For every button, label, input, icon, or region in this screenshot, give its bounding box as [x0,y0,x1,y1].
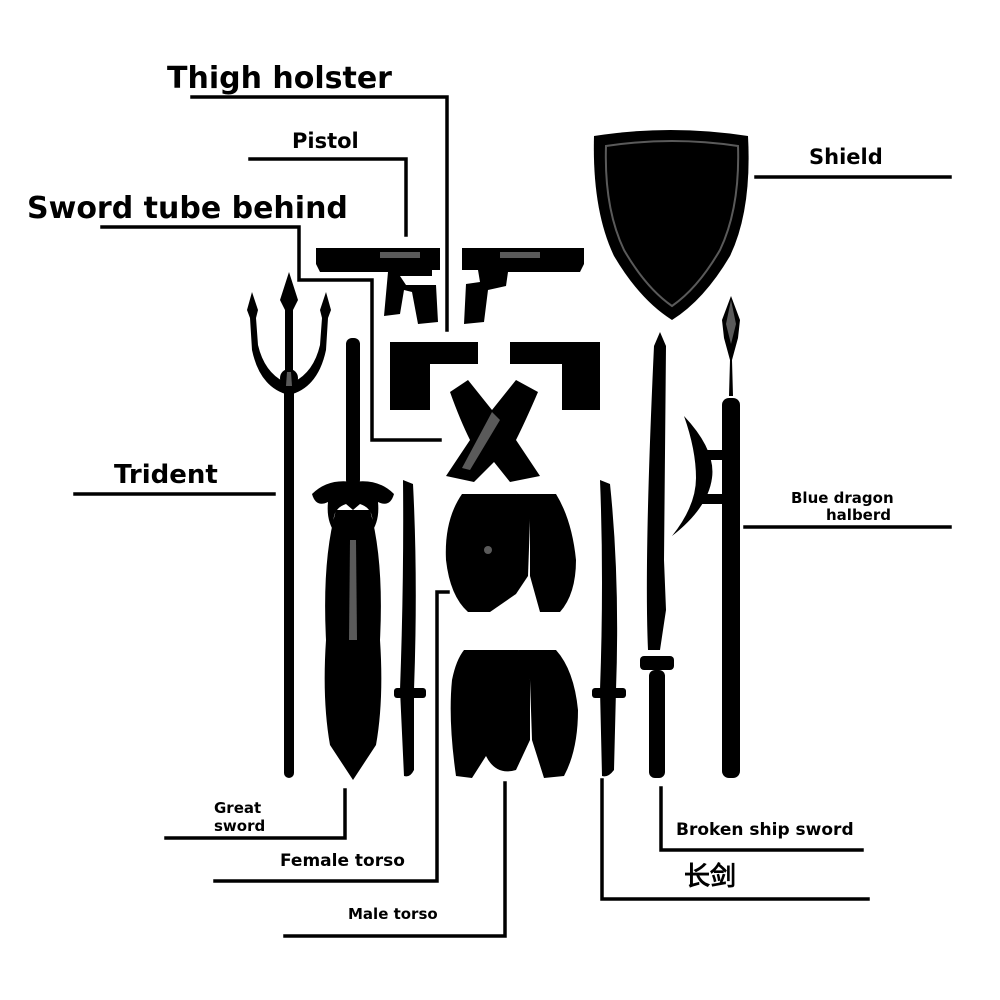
thigh-holster-icon [390,342,600,410]
label-halberd-line1: Blue dragon [791,489,894,507]
label-female-torso: Female torso [280,851,405,871]
label-long-sword: 长剑 [684,862,737,892]
leader-pistol [248,157,408,237]
katana-left-icon [394,480,426,777]
katana-right-icon [592,480,626,777]
male-torso-armor-icon [450,650,578,778]
label-great-sword-line1: Great [214,799,262,817]
leader-thigh-holster [190,95,449,332]
halberd-icon [672,296,740,778]
broken-ship-sword-icon [640,332,674,778]
leader-sword-tube [100,225,442,442]
leader-great-sword [164,788,347,840]
label-great-sword-line2: sword [214,817,266,835]
label-thigh-holster: Thigh holster [167,61,392,96]
pistol-left-icon [316,248,440,324]
label-sword-tube-behind: Sword tube behind [27,191,348,226]
label-shield: Shield [809,145,883,169]
shield-icon [593,130,749,320]
leader-lines [73,95,952,938]
label-male-torso: Male torso [348,905,438,923]
label-trident: Trident [114,460,218,490]
leader-long-sword [600,778,870,901]
sword-tube-icon [446,380,540,482]
leader-broken-ship-sword [659,786,864,852]
female-torso-armor-icon [445,494,576,612]
leader-female-torso [213,590,450,883]
label-broken-ship-sword: Broken ship sword [676,820,854,840]
pistol-right-icon [462,248,584,324]
label-halberd-line2: halberd [826,506,891,524]
leader-male-torso [283,781,507,938]
label-pistol: Pistol [292,129,359,153]
trident-icon [247,272,331,778]
great-sword-icon [312,338,394,780]
